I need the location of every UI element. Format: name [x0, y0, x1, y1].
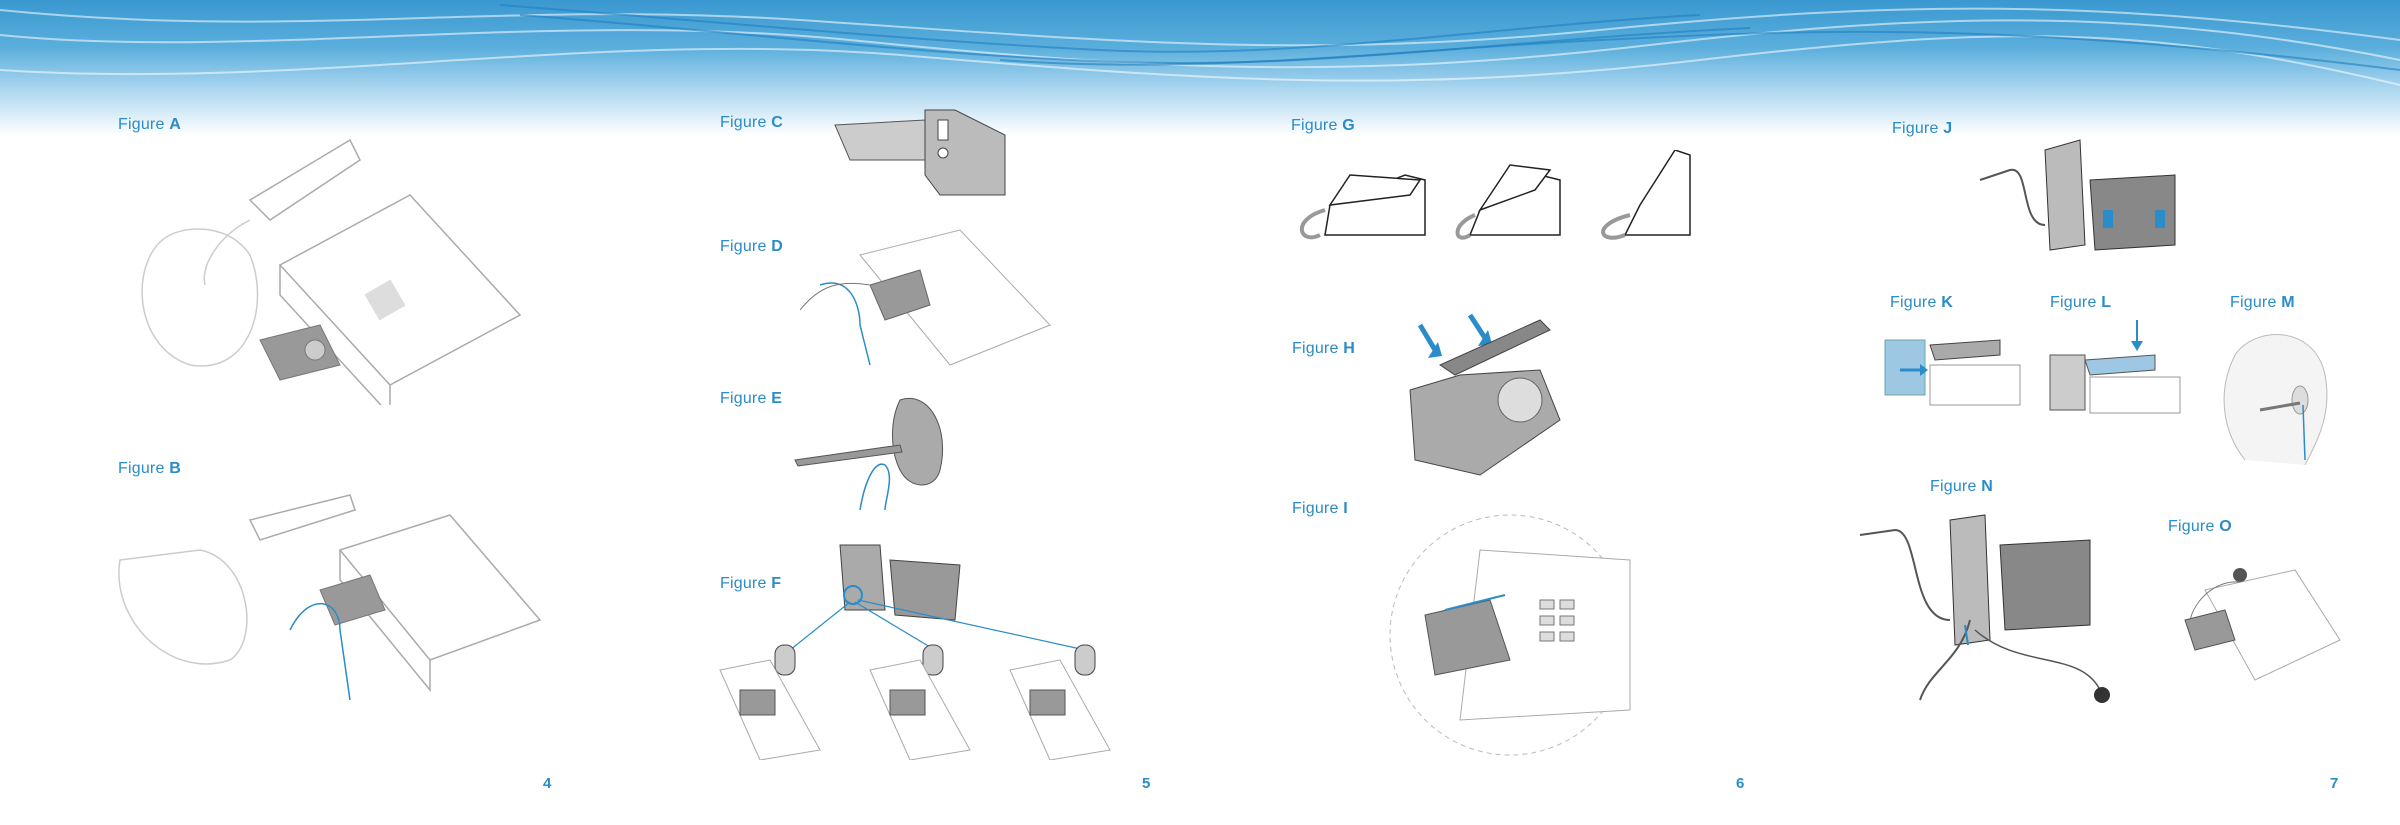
figure-l-label: Figure L — [2050, 294, 2112, 311]
figure-n-illustration — [1859, 514, 2110, 703]
figure-f-label: Figure F — [720, 575, 782, 592]
figure-d-illustration — [800, 229, 1051, 366]
figure-i-illustration — [1389, 514, 1631, 756]
figure-e-label: Figure E — [720, 390, 783, 407]
figure-f-illustration — [719, 544, 1111, 760]
wave-decoration — [0, 4, 2400, 86]
wave-header-banner — [0, 0, 2400, 135]
figure-g-label: Figure G — [1291, 117, 1355, 134]
figure-d-label: Figure D — [720, 238, 783, 255]
figure-e-illustration — [794, 397, 944, 510]
figure-k-label: Figure K — [1890, 294, 1953, 311]
figure-j-label: Figure J — [1892, 120, 1953, 137]
page-number: 5 — [1142, 775, 1151, 792]
figure-g-illustration — [1299, 150, 1691, 240]
figure-c-illustration — [834, 109, 1006, 196]
figure-j-illustration — [1979, 139, 2176, 251]
figure-o-label: Figure O — [2168, 518, 2232, 535]
figure-h-label: Figure H — [1292, 340, 1355, 357]
page-number: 4 — [543, 775, 552, 792]
figure-c-label: Figure C — [720, 114, 783, 131]
figure-l-illustration — [2049, 320, 2181, 414]
figure-b-illustration — [118, 494, 542, 701]
figure-h-illustration — [1409, 313, 1561, 476]
figure-b-label: Figure B — [118, 460, 181, 477]
figure-a-illustration — [141, 138, 522, 405]
figure-a-label: Figure A — [118, 116, 181, 133]
page-number: 6 — [1736, 775, 1745, 792]
figure-m-illustration — [2223, 334, 2328, 465]
page-number: 7 — [2330, 775, 2339, 792]
figure-o-illustration — [2184, 568, 2341, 681]
figure-i-label: Figure I — [1292, 500, 1348, 517]
figure-m-label: Figure M — [2230, 294, 2295, 311]
figure-k-illustration — [1884, 339, 2021, 406]
figure-n-label: Figure N — [1930, 478, 1993, 495]
